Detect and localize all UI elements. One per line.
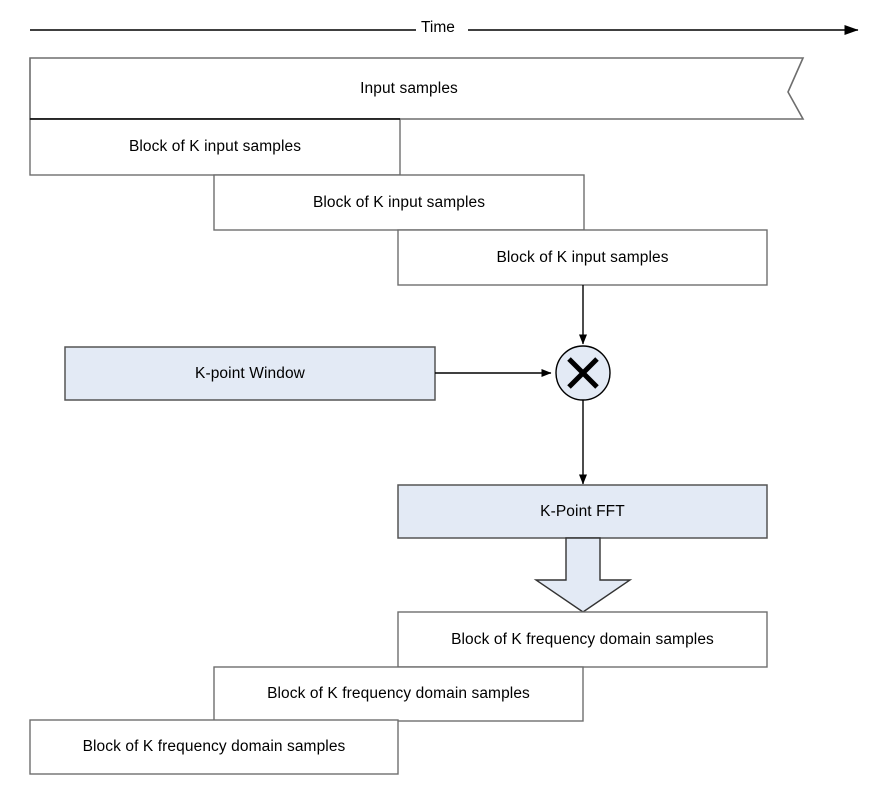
input-block-1-shape[interactable] (29, 118, 401, 176)
output-block-2-node[interactable] (214, 667, 583, 721)
multiply-icon (567, 357, 599, 389)
input-samples-shape[interactable] (29, 57, 805, 120)
input-samples-node[interactable] (30, 58, 803, 119)
input-block-3-node[interactable] (398, 230, 767, 285)
output-block-1-node[interactable] (398, 612, 767, 667)
multiplier-node-hit[interactable] (556, 346, 610, 400)
input-block-2-shape[interactable] (213, 174, 585, 231)
input-block-1-node[interactable] (30, 119, 400, 175)
multiplier-node[interactable] (555, 345, 611, 401)
k-point-window-node[interactable] (65, 347, 435, 400)
k-point-fft-node[interactable] (398, 485, 767, 538)
output-block-3-shape[interactable] (29, 719, 399, 775)
connector-fft-to-output-block-arrow (533, 537, 633, 613)
output-block-3-node[interactable] (30, 720, 398, 774)
input-block-2-node[interactable] (214, 175, 584, 230)
k-point-fft-shape[interactable] (397, 484, 768, 539)
output-block-1-shape[interactable] (397, 611, 768, 668)
time-axis-label: Time (417, 19, 459, 37)
